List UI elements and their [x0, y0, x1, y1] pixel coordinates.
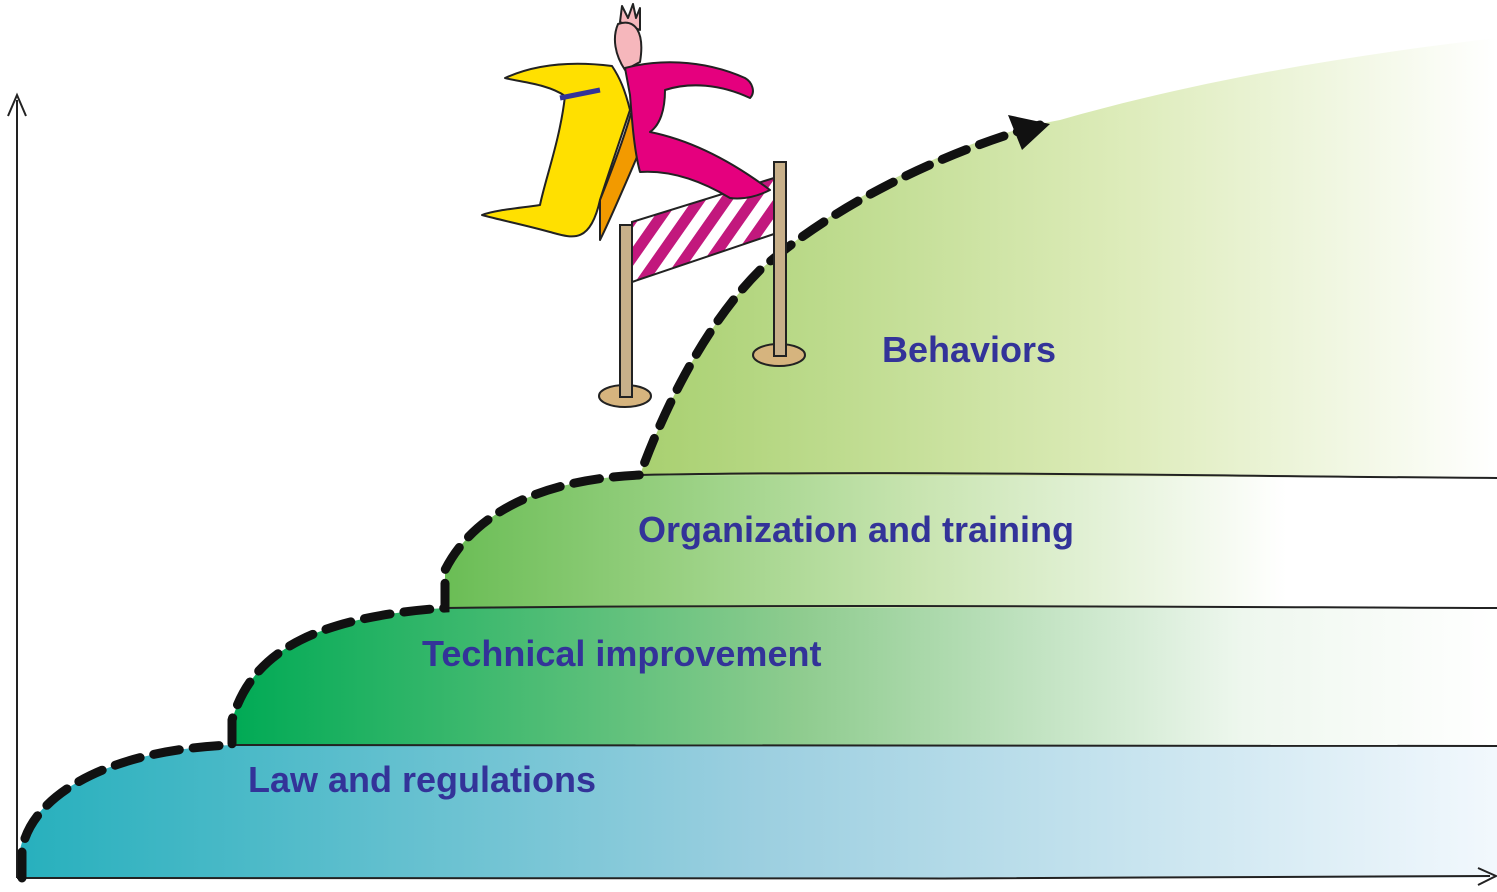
runner-figure-icon: [481, 3, 771, 241]
y-axis: [7, 92, 27, 878]
y-axis-arrow-icon: [7, 92, 27, 117]
layer-law-area: [20, 745, 1497, 878]
layer-label-law: Law and regulations: [248, 759, 596, 800]
layer-label-technical: Technical improvement: [422, 633, 821, 674]
x-axis: [16, 867, 1497, 886]
layer-label-behaviors: Behaviors: [882, 329, 1056, 370]
progress-dashed-line: [17, 120, 1045, 883]
progress-arrow-icon: [1008, 115, 1050, 150]
layer-divider-line: [639, 472, 1497, 479]
x-axis-arrow-icon: [1477, 867, 1497, 886]
layer-divider-line: [444, 604, 1497, 609]
hurdle-barrier-icon: [598, 161, 806, 408]
layer-technical-area: [232, 608, 1497, 745]
layer-behaviors-area: [640, 38, 1497, 478]
layer-organization-area: [445, 475, 1497, 608]
layer-label-organization: Organization and training: [638, 509, 1074, 550]
